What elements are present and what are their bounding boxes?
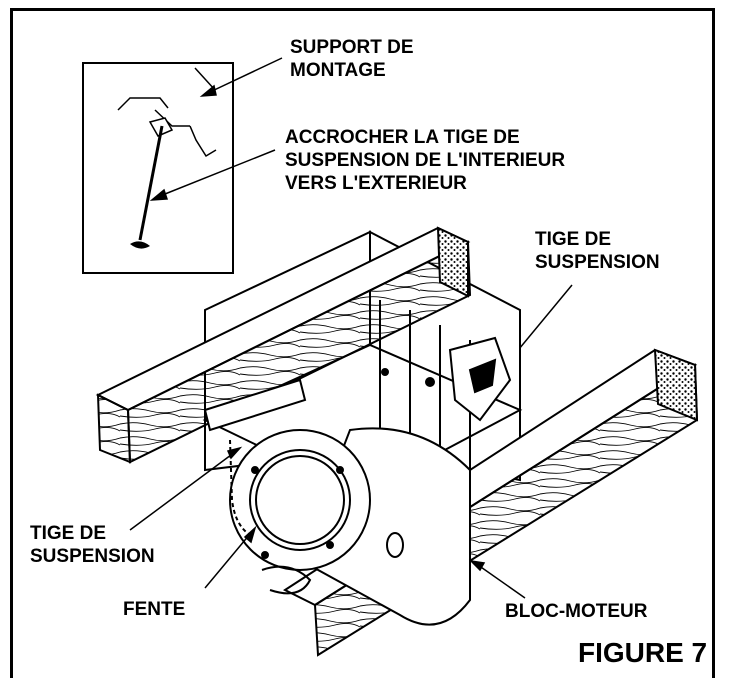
label-support-de-montage: SUPPORT DE MONTAGE — [290, 37, 414, 81]
figure-frame — [10, 8, 715, 678]
leader-lines-bottom — [129, 446, 526, 599]
motor-block — [203, 378, 471, 626]
label-accrocher-tige: ACCROCHER LA TIGE DE SUSPENSION DE L'INT… — [285, 127, 566, 194]
label-tige-de-suspension-left: TIGE DE SUSPENSION — [30, 523, 155, 567]
label-tige-de-suspension-right: TIGE DE SUSPENSION — [535, 229, 660, 273]
figure-number: FIGURE 7 — [578, 637, 708, 668]
inset-detail — [82, 62, 234, 274]
label-fente: FENTE — [123, 599, 186, 620]
label-bloc-moteur: BLOC-MOTEUR — [505, 601, 648, 622]
